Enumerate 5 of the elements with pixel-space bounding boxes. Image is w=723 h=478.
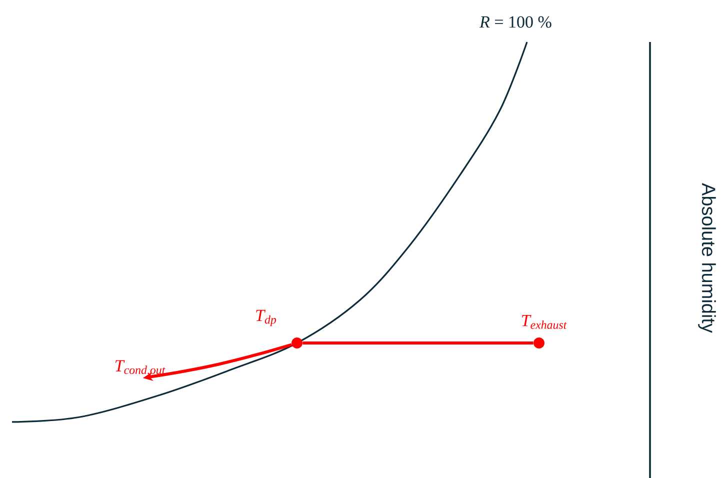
point-label: T$_{dp}$ — [256, 310, 276, 326]
point-label: T$_{exhaust}$ — [522, 315, 567, 329]
axis-label: Absolute humidity — [698, 183, 716, 333]
point-label: T$_{cond,out}$ — [115, 360, 166, 376]
curve-label: R = 100 % — [479, 16, 552, 28]
